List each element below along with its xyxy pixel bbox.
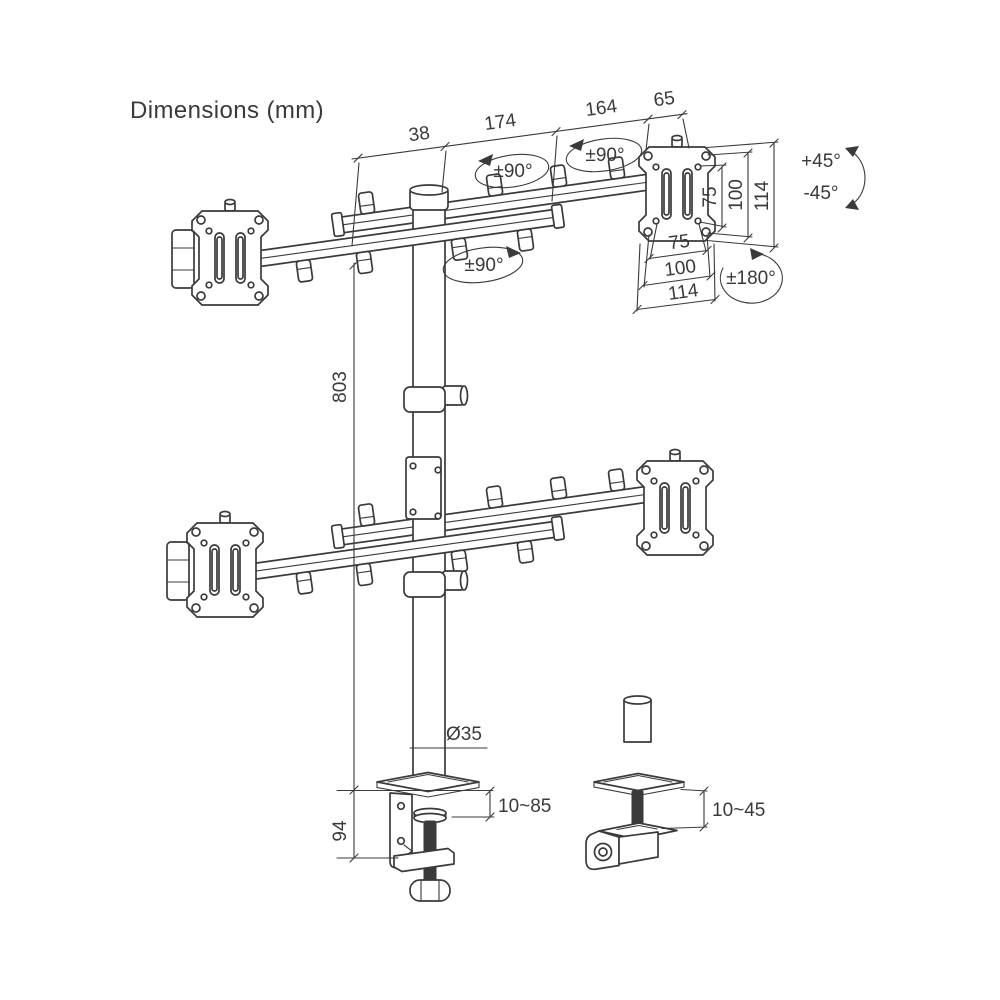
pole-collar-lower	[403, 570, 469, 598]
pole-sleeve-joint	[405, 456, 442, 520]
tilt-arrow	[845, 146, 866, 210]
rotate-arrow-2	[565, 137, 643, 173]
dim-38: 38	[407, 123, 431, 147]
dim-pole-diameter: Ø35	[446, 724, 482, 745]
vesa-plate-lower-left	[166, 510, 264, 618]
dim-pole-height: 803	[330, 371, 351, 403]
rotate-arrow-3	[442, 246, 524, 284]
dimension-clamp-range	[451, 786, 495, 822]
label-rotate-90-b: ±90°	[585, 145, 624, 166]
dimension-top-chain	[351, 110, 690, 247]
vesa-plate-upper-left	[171, 198, 269, 306]
dimension-pole-height	[336, 260, 494, 795]
dim-vesa-v-75: 75	[700, 186, 721, 207]
label-tilt-up: +45°	[801, 151, 841, 172]
label-swivel-180: ±180°	[726, 268, 776, 289]
vesa-plate-lower-right	[636, 448, 714, 556]
dim-vesa-h-100: 100	[663, 256, 697, 281]
dim-grommet-range: 10~45	[712, 800, 765, 821]
rotate-arrow-1	[474, 153, 550, 189]
label-rotate-90-c: ±90°	[464, 255, 503, 276]
dimension-vesa-vertical	[699, 138, 779, 253]
dim-vesa-v-114: 114	[752, 180, 773, 211]
dim-174: 174	[483, 110, 518, 135]
dim-164: 164	[584, 96, 619, 121]
dimension-clamp-height	[336, 790, 399, 863]
dim-clamp-height: 94	[330, 820, 351, 842]
page-title: Dimensions (mm)	[130, 97, 324, 124]
pole-collar-upper	[403, 385, 469, 413]
dim-clamp-range: 10~85	[498, 796, 551, 817]
dim-vesa-v-100: 100	[726, 179, 747, 211]
label-rotate-90-a: ±90°	[493, 161, 532, 182]
grommet-mount	[585, 695, 685, 871]
desk-clamp	[376, 771, 480, 902]
dimension-vesa-horizontal	[632, 223, 720, 315]
dim-vesa-h-114: 114	[667, 280, 700, 305]
label-tilt-down: -45°	[803, 183, 838, 204]
dim-vesa-h-75: 75	[667, 231, 691, 255]
dimension-grommet-range	[661, 786, 709, 832]
dim-65: 65	[652, 88, 676, 112]
swivel-arrow	[719, 248, 783, 304]
